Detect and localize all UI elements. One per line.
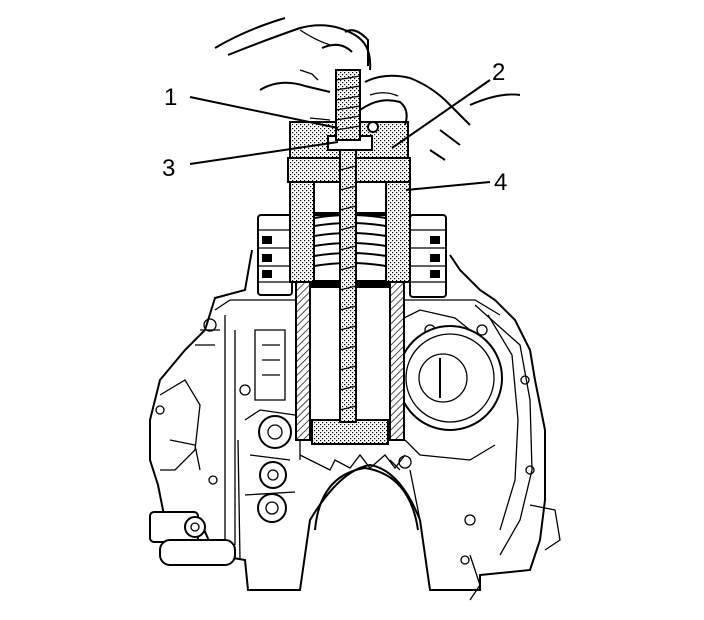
callout-2: 2: [492, 59, 505, 86]
callout-4: 4: [494, 169, 507, 196]
threaded-rod: [335, 69, 361, 423]
valve-spring-left: [257, 214, 293, 296]
valve-spring-right: [409, 214, 447, 298]
leader-1: [189, 96, 339, 129]
engine-block: [149, 249, 561, 601]
leader-lines: [189, 79, 491, 191]
leader-3: [189, 141, 339, 165]
callout-3: 3: [162, 155, 175, 182]
leader-2: [391, 79, 491, 149]
callout-1: 1: [164, 84, 177, 111]
leader-4: [405, 181, 491, 191]
hands: [214, 17, 521, 161]
